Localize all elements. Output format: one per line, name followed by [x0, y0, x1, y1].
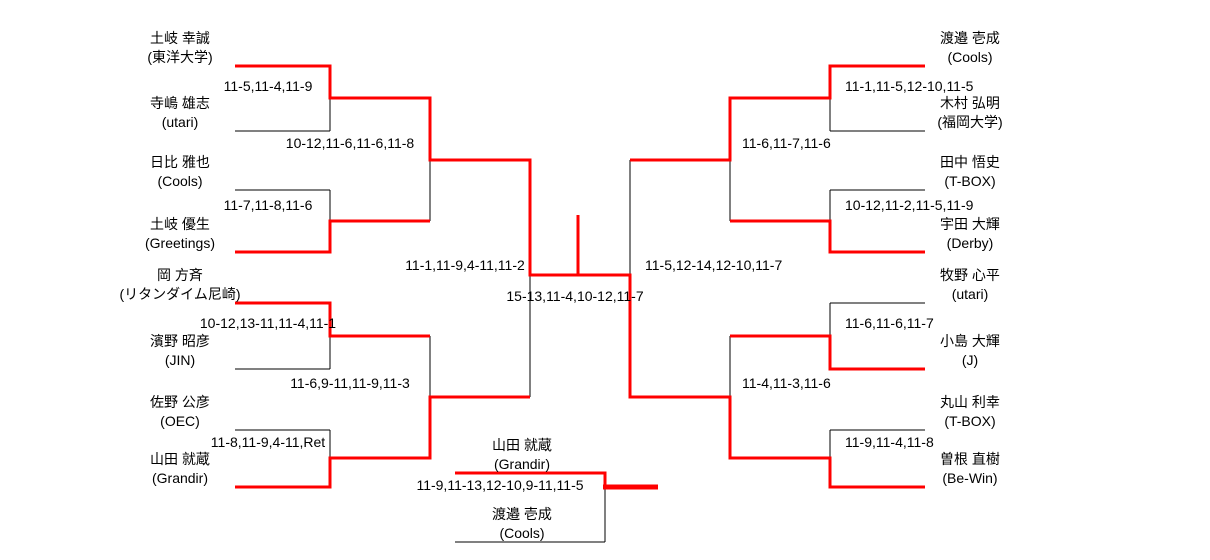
player-club: (OEC)	[160, 413, 200, 429]
player-name: 佐野 公彦	[150, 394, 210, 410]
player-club: (福岡大学)	[937, 114, 1003, 130]
player-entry-left-1: 土岐 幸誠 (東洋大学)	[95, 29, 265, 67]
score-left-quarterfinal-bottom: 11-6,9-11,11-9,11-3	[290, 375, 410, 391]
player-club: (Greetings)	[144, 235, 216, 251]
player-club: (東洋大学)	[147, 49, 213, 65]
score-right-round1-match2: 10-12,11-2,11-5,11-9	[845, 197, 974, 213]
player-entry-left-3: 日比 雅也 (Cools)	[95, 153, 265, 191]
player-entry-right-4: 宇田 大輝 (Derby)	[885, 215, 1055, 253]
score-right-quarterfinal-bottom: 11-4,11-3,11-6	[742, 375, 831, 391]
player-entry-right-7: 丸山 利幸 (T-BOX)	[885, 393, 1055, 431]
player-name: 日比 雅也	[150, 154, 210, 170]
player-club: (Be-Win)	[942, 470, 998, 486]
winner-path-right-match2	[730, 219, 925, 254]
winner-path-third-place	[455, 471, 607, 487]
player-club: (T-BOX)	[944, 173, 996, 189]
player-name: 岡 方斉	[157, 267, 203, 283]
player-name: 曽根 直樹	[940, 451, 1000, 467]
player-club: (J)	[961, 352, 979, 368]
score-right-quarterfinal-top: 11-6,11-7,11-6	[742, 135, 831, 151]
winner-path-right-match3	[730, 334, 925, 371]
player-club: (Cools)	[499, 525, 545, 541]
player-name: 山田 就蔵	[492, 437, 552, 453]
winner-path-right-bottom	[578, 273, 925, 489]
player-name: 丸山 利幸	[940, 394, 1000, 410]
player-name: 牧野 心平	[940, 267, 1000, 283]
player-entry-right-3: 田中 悟史 (T-BOX)	[885, 153, 1055, 191]
player-entry-right-6: 小島 大輝 (J)	[885, 332, 1055, 370]
player-entry-right-2: 木村 弘明 (福岡大学)	[885, 94, 1055, 132]
player-name: 宇田 大輝	[940, 216, 1000, 232]
score-right-round1-match1: 11-1,11-5,12-10,11-5	[845, 78, 974, 94]
score-left-round1-match1: 11-5,11-4,11-9	[223, 78, 313, 94]
score-left-round1-match4: 11-8,11-9,4-11,Ret	[210, 434, 326, 450]
player-name: 濱野 昭彦	[150, 333, 210, 349]
winner-path-lines	[235, 64, 925, 490]
player-club: (Grandir)	[151, 470, 208, 486]
player-entry-left-2: 寺嶋 雄志 (utari)	[95, 94, 265, 132]
player-name: 田中 悟史	[940, 154, 1000, 170]
player-entry-left-4: 土岐 優生 (Greetings)	[95, 215, 265, 253]
winner-path-right-top	[630, 64, 925, 162]
player-name: 渡邉 壱成	[492, 506, 552, 522]
winner-path-left-match3	[235, 301, 430, 338]
player-club: (Cools)	[157, 173, 203, 189]
player-entry-left-7: 佐野 公彦 (OEC)	[95, 393, 265, 431]
player-club: (JIN)	[164, 352, 196, 368]
player-entry-third-place-2: 渡邉 壱成 (Cools)	[437, 505, 607, 543]
score-right-semifinal: 11-5,12-14,12-10,11-7	[645, 257, 783, 273]
player-name: 寺嶋 雄志	[150, 95, 210, 111]
player-name: 木村 弘明	[940, 95, 1000, 111]
score-left-semifinal: 11-1,11-9,4-11,11-2	[405, 257, 525, 273]
score-right-round1-match4: 11-9,11-4,11-8	[845, 434, 934, 450]
score-third-place: 11-9,11-13,12-10,9-11,11-5	[416, 477, 584, 493]
player-club: (utari)	[161, 114, 199, 130]
player-name: 土岐 優生	[150, 216, 210, 232]
player-entry-third-place-1: 山田 就蔵 (Grandir)	[437, 436, 607, 474]
player-club: (utari)	[951, 286, 989, 302]
score-final: 15-13,11-4,10-12,11-7	[506, 288, 644, 304]
player-name: 山田 就蔵	[150, 451, 210, 467]
player-club: (Derby)	[946, 235, 994, 251]
winner-path-left-match2	[235, 219, 430, 254]
player-club: (T-BOX)	[944, 413, 996, 429]
player-entry-right-5: 牧野 心平 (utari)	[885, 266, 1055, 304]
player-entry-left-5: 岡 方斉 (リタンダイム尼崎)	[95, 266, 265, 304]
score-left-round1-match2: 11-7,11-8,11-6	[223, 197, 313, 213]
winner-path-left-bottom	[235, 395, 530, 489]
player-name: 土岐 幸誠	[150, 30, 210, 46]
player-entry-left-6: 濱野 昭彦 (JIN)	[95, 332, 265, 370]
player-club: (Grandir)	[493, 456, 550, 472]
player-entry-right-1: 渡邉 壱成 (Cools)	[885, 29, 1055, 67]
score-left-round1-match3: 10-12,13-11,11-4,11-1	[199, 315, 337, 331]
winner-path-left-top	[235, 64, 580, 277]
player-name: 渡邉 壱成	[940, 30, 1000, 46]
player-entry-right-8: 曽根 直樹 (Be-Win)	[885, 450, 1055, 488]
player-club: (リタンダイム尼崎)	[119, 286, 241, 302]
bracket-structure-left	[235, 65, 578, 488]
score-left-quarterfinal-top: 10-12,11-6,11-6,11-8	[285, 135, 415, 151]
player-entry-left-8: 山田 就蔵 (Grandir)	[95, 450, 265, 488]
player-club: (Cools)	[947, 49, 993, 65]
player-name: 小島 大輝	[940, 333, 1000, 349]
score-right-round1-match3: 11-6,11-6,11-7	[845, 315, 934, 331]
